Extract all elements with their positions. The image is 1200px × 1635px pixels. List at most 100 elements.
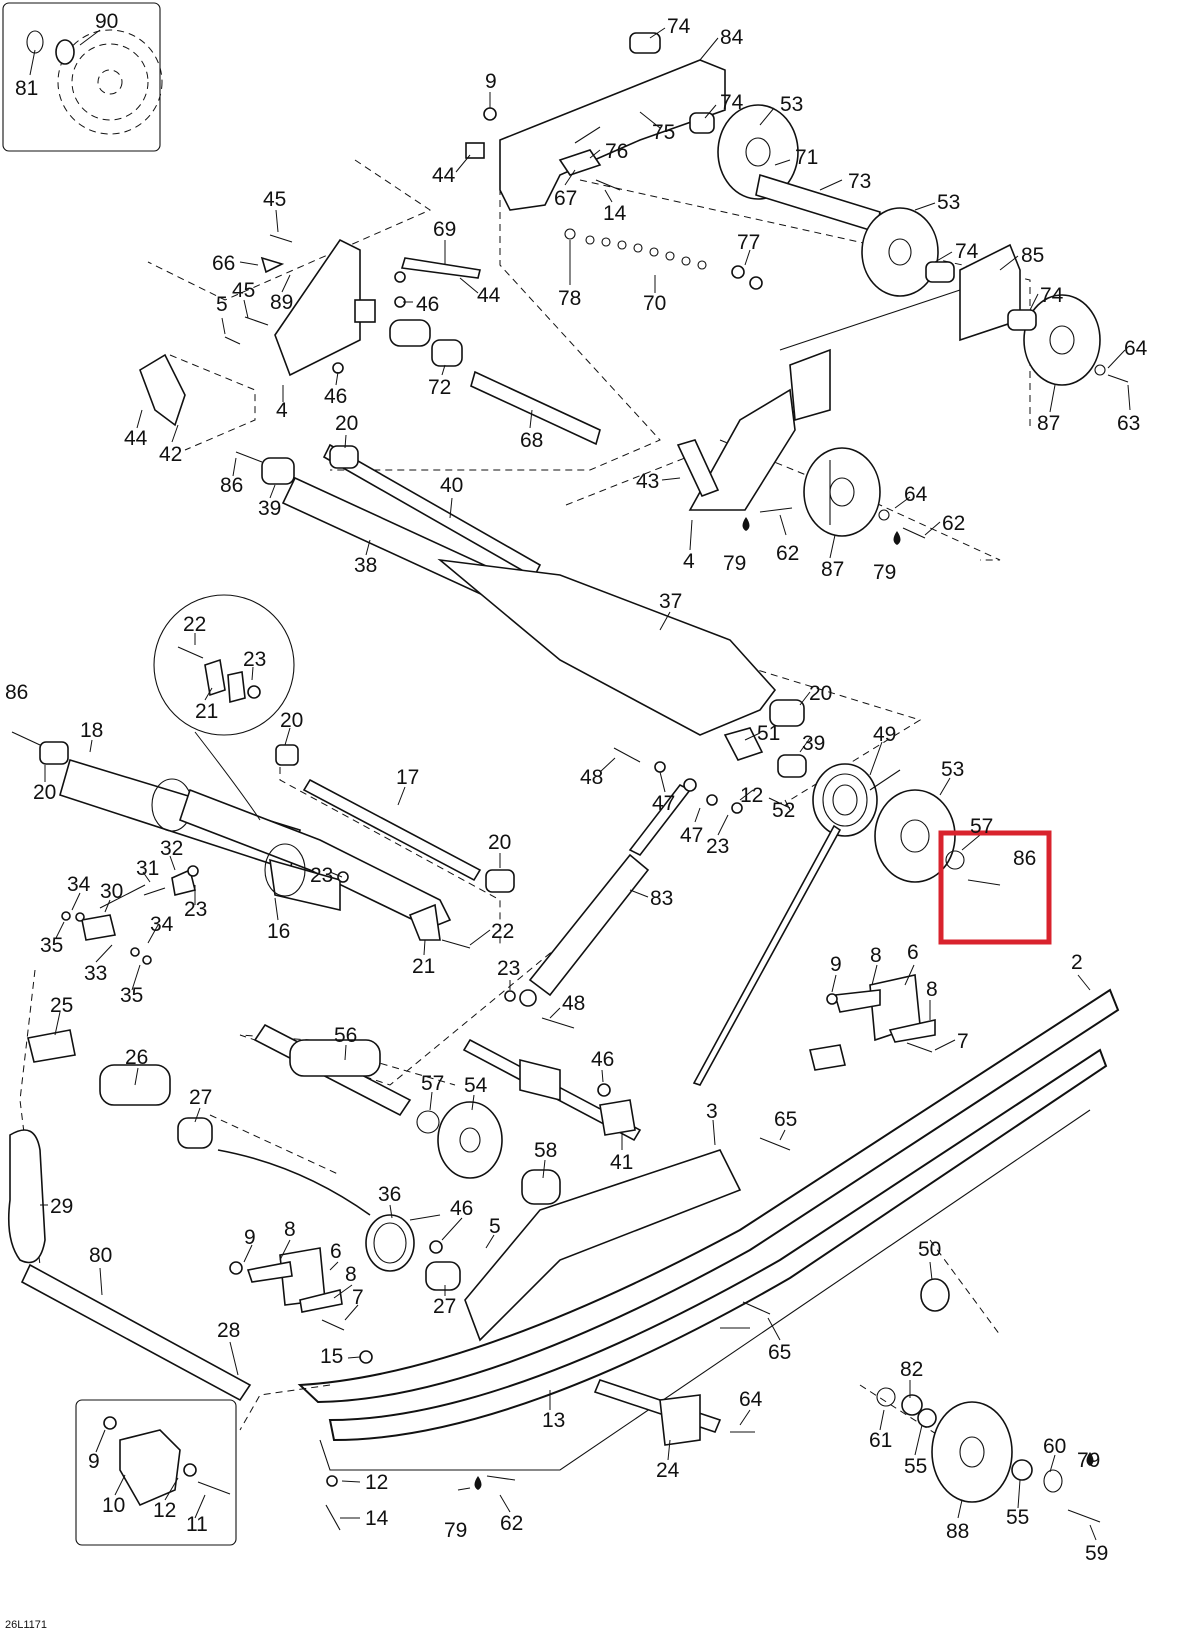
callout-label: 59	[1085, 1542, 1108, 1565]
callout-label: 22	[491, 920, 514, 943]
callout-label: 86	[5, 681, 28, 704]
slider-blocks	[246, 974, 936, 1313]
callout-label: 21	[412, 955, 435, 978]
callout-label: 74	[955, 240, 979, 263]
callout-label: 36	[378, 1183, 401, 1206]
callout-label: 24	[656, 1459, 680, 1482]
callout-label: 87	[821, 558, 844, 581]
lubricant-droplet-icon	[474, 517, 1094, 1490]
callout-label: 29	[50, 1195, 73, 1218]
callout-label: 44	[124, 427, 148, 450]
callout-label: 42	[159, 443, 182, 466]
callout-label: 65	[768, 1341, 791, 1364]
callout-label: 74	[720, 91, 744, 114]
callout-label: 20	[280, 709, 303, 732]
callout-label: 46	[450, 1197, 473, 1220]
callout-label: 26	[125, 1046, 148, 1069]
callout-label: 13	[542, 1409, 565, 1432]
callout-label: 9	[830, 953, 842, 976]
callout-label: 5	[216, 293, 228, 316]
callout-label: 46	[324, 385, 347, 408]
callout-label: 48	[562, 992, 585, 1015]
callout-label: 20	[488, 831, 511, 854]
callout-label: 15	[320, 1345, 343, 1368]
lower-rear-idler	[876, 1387, 1063, 1503]
callout-label: 55	[1006, 1506, 1029, 1529]
callout-label: 79	[723, 552, 746, 575]
callout-label: 62	[500, 1512, 523, 1535]
callout-label: 86	[220, 474, 243, 497]
callout-label: 23	[310, 864, 333, 887]
callout-label: 57	[421, 1072, 444, 1095]
callout-label: 45	[263, 188, 286, 211]
callout-label: 76	[605, 140, 628, 163]
callout-label: 8	[926, 978, 938, 1001]
callout-label: 44	[432, 164, 456, 187]
callout-label: 58	[534, 1139, 557, 1162]
callout-label: 87	[1037, 412, 1060, 435]
callout-label: 43	[636, 470, 659, 493]
callout-label: 82	[900, 1358, 923, 1381]
callout-label: 14	[365, 1507, 389, 1530]
callout-label: 5	[489, 1215, 501, 1238]
callout-label: 65	[774, 1108, 797, 1131]
callout-label: 4	[683, 550, 695, 573]
callout-label: 53	[937, 191, 960, 214]
callout-label: 68	[520, 429, 543, 452]
callout-label: 51	[757, 722, 780, 745]
callout-label: 77	[737, 231, 760, 254]
callout-label: 39	[258, 497, 281, 520]
callout-label: 16	[267, 920, 290, 943]
callout-label: 57	[970, 815, 993, 838]
callout-label: 79	[444, 1519, 467, 1542]
callout-label: 27	[433, 1295, 456, 1318]
slide-rails	[297, 988, 1120, 1471]
callout-labels: 90 81 74 84 9 74 53 75 76 44 71 67 73 14…	[5, 10, 1148, 1631]
inset-bottom-left	[75, 1399, 237, 1546]
callout-label: 86	[1013, 847, 1036, 870]
callout-label: 56	[334, 1024, 357, 1047]
callout-label: 85	[1021, 244, 1044, 267]
callout-label: 17	[396, 766, 419, 789]
callout-label: 30	[100, 880, 123, 903]
shock-and-spring	[519, 727, 956, 1086]
callout-label: 22	[183, 613, 206, 636]
callout-label: 37	[659, 590, 682, 613]
callout-label: 78	[558, 287, 581, 310]
callout-label: 23	[497, 957, 520, 980]
callout-label: 80	[89, 1244, 112, 1267]
callout-label: 62	[942, 512, 965, 535]
callout-label: 72	[428, 376, 451, 399]
callout-label: 31	[136, 857, 159, 880]
callout-label: 32	[160, 837, 183, 860]
left-upper-bracket	[139, 238, 601, 446]
callout-label: 28	[217, 1319, 240, 1342]
callout-label: 7	[352, 1286, 364, 1309]
callout-label: 6	[330, 1240, 342, 1263]
callout-label: 83	[650, 887, 673, 910]
callout-label: 73	[848, 170, 871, 193]
callout-label: 7	[957, 1030, 969, 1053]
callout-label: 71	[795, 146, 818, 169]
callout-label: 23	[184, 898, 207, 921]
callout-label: 50	[918, 1238, 941, 1261]
callout-label: 34	[150, 913, 174, 936]
callout-label: 88	[946, 1520, 969, 1543]
callout-label: 62	[776, 542, 799, 565]
callout-label: 25	[50, 994, 73, 1017]
rear-idler-bracket	[676, 348, 881, 537]
highlight-box	[938, 830, 1052, 945]
callout-label: 8	[345, 1263, 357, 1286]
front-swing-arm	[39, 741, 515, 941]
callout-label: 3	[706, 1100, 718, 1123]
callout-label: 21	[195, 700, 218, 723]
callout-label: 70	[643, 292, 666, 315]
callout-label: 53	[780, 93, 803, 116]
callout-label: 47	[680, 824, 703, 847]
callout-label: 34	[67, 873, 91, 896]
callout-label: 23	[243, 648, 266, 671]
washers-and-spacers	[564, 228, 763, 290]
callout-label: 46	[591, 1048, 614, 1071]
callout-label: 69	[433, 218, 456, 241]
callout-label: 27	[189, 1086, 212, 1109]
